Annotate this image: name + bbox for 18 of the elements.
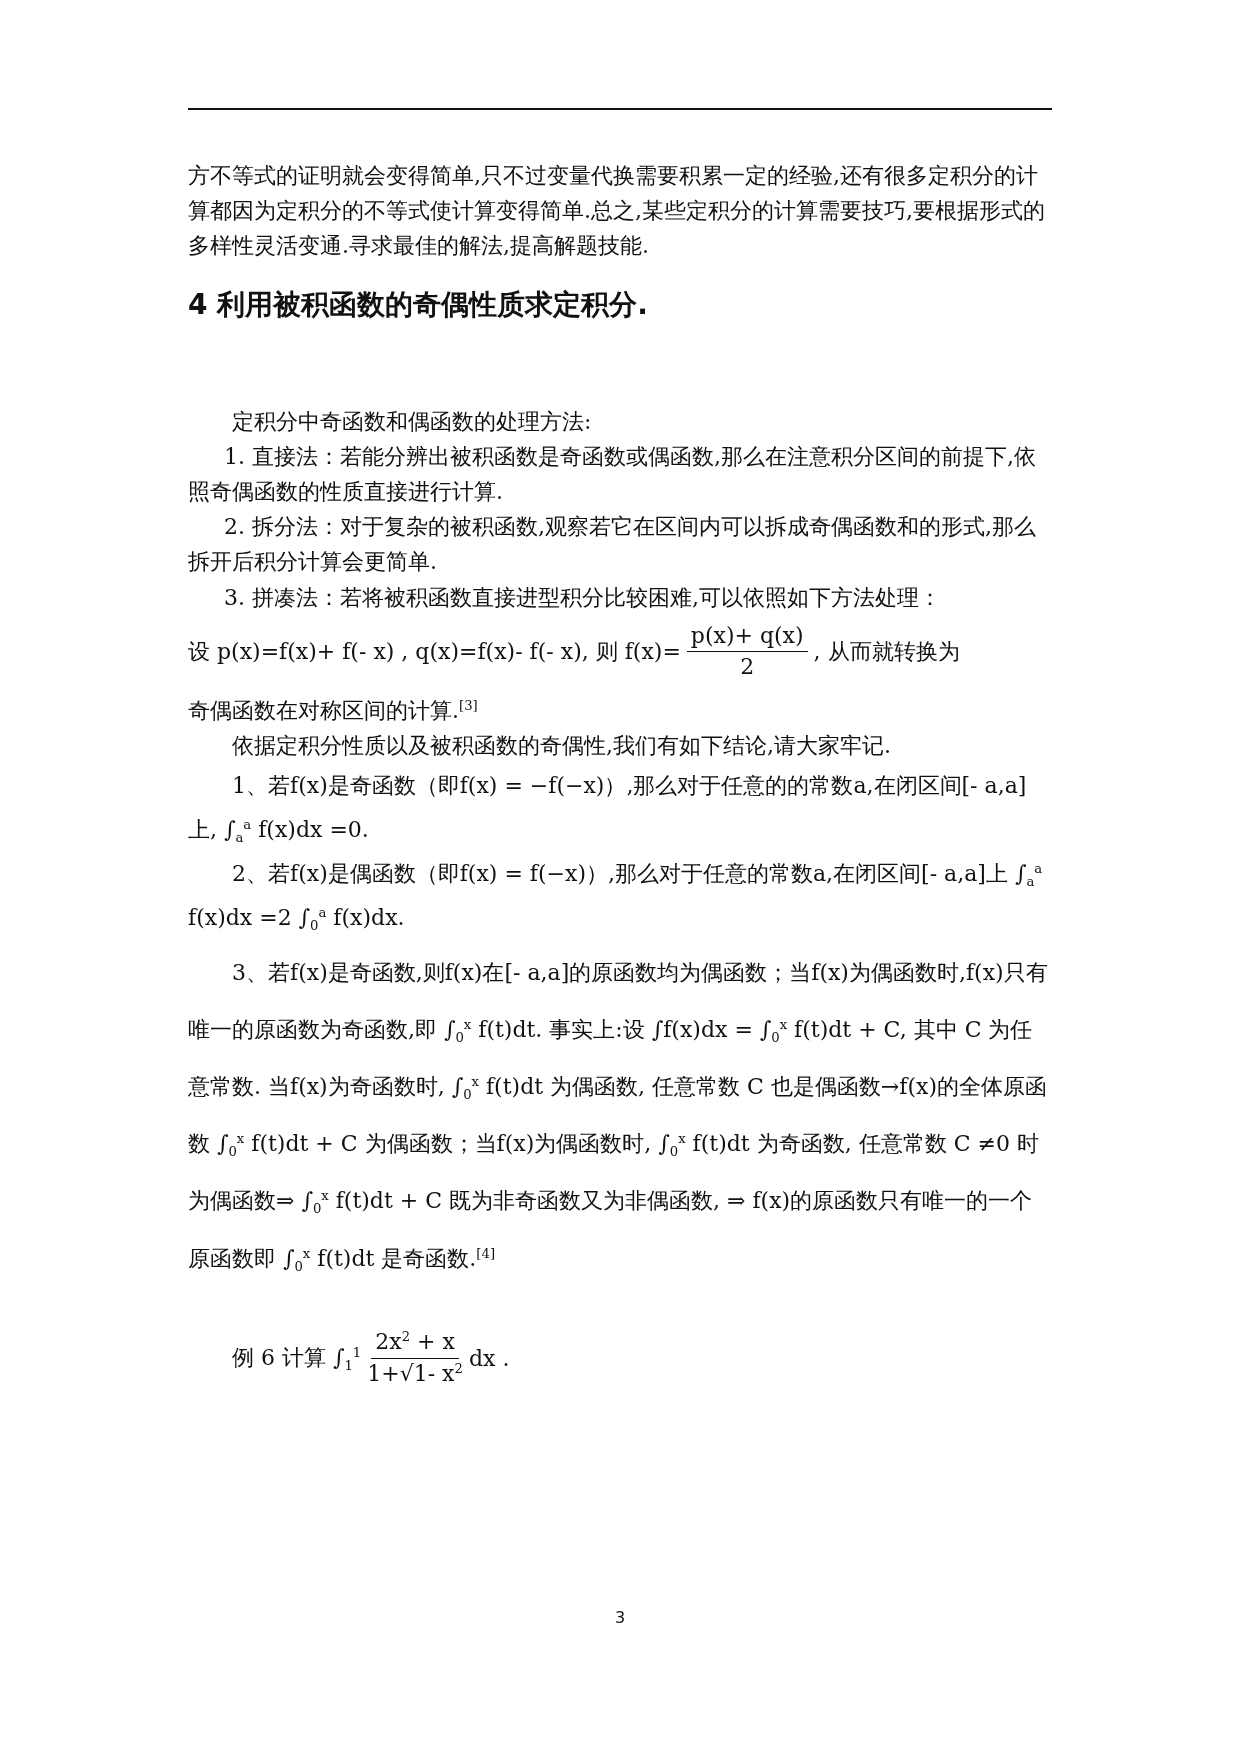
paragraph-text: , 从而就转换为 [813, 638, 960, 666]
paragraph-text: 方不等式的证明就会变得简单,只不过变量代换需要积累一定的经验,还有很多定积分的计算都因为定积分的不等式使计算变得简单.总之,某些定积分的计算需要技巧,要根据形式的多样性灵活变通.寻求最佳的解法,提高解题技能. [188, 162, 1046, 261]
fraction-numerator: p(x)+ q(x) [686, 620, 808, 653]
paragraph-text: 1. 直接法：若能分辨出被积函数是奇函数或偶函数,那么在注意积分区间的前提下,依照奇偶函数的性质直接进行计算. [188, 442, 1037, 506]
paragraph-text: 奇偶函数在对称区间的计算.$^{[3]}$ [188, 696, 479, 726]
paragraph-text: 2. 拆分法：对于复杂的被积函数,观察若它在区间内可以拆成奇偶函数和的形式,那么拆开后积分计算会更简单. [188, 513, 1037, 577]
paragraph-text: 3、若f(x)是奇函数,则f(x)在[- a,a]的原函数均为偶函数；当f(x)为偶函数时,f(x)只有唯一的原函数为奇函数,即 ∫$_{0}$$^{x}$ f(t)dt. 事实上:设 ∫f(x)dx = ∫$_{0}$$^{x}$ f(t)dt + C, 其中 C 为任意常数. 当f(x)为奇函数时, ∫$_{0}$$^{x}$ f(t)dt 为偶函数, 任意常数 C 也是偶函数→f(x)的全体原函数 ∫$_{0}$$^{x}$ f(t)dt + C 为偶函数；当f(x)为偶函数时, ∫$_{0}$$^{x}$ f(t)dt 为奇函数, 任意常数 C ≠0 时为偶函数⇒ ∫$_{0}$$^{x}$ f(t)dt + C 既为非奇函数又为非偶函数, ⇒ f(x)的原函数只有唯一的一个原函数即 ∫$_{0}$$^{x}$ f(t)dt 是奇函数.$^{[4]}$ [188, 958, 1049, 1276]
fraction-denominator: 2 [740, 653, 755, 682]
paragraph-text: 依据定积分性质以及被积函数的奇偶性,我们有如下结论,请大家牢记. [231, 732, 892, 761]
fraction-denominator: 1+√1- x$^{2}$ [367, 1359, 463, 1388]
page-number: 3 [613, 1608, 627, 1627]
paragraph-text: 定积分中奇函数和偶函数的处理方法: [231, 407, 593, 436]
paragraph-text: 1、若f(x)是奇函数（即f(x) = −f(−x)）,那么对于任意的的常数a,在闭区间[- a,a]上, ∫$_{a}$$^{a}$ f(x)dx =0. [188, 771, 1028, 848]
paragraph-text: 3. 拼凑法：若将被积函数直接进型积分比较困难,可以依照如下方法处理： [223, 583, 942, 612]
formula-text: dx . [468, 1345, 510, 1371]
formula-text: 设 p(x)=f(x)+ f(- x) , q(x)=f(x)- f(- x), 则 f(x)= [188, 638, 681, 666]
section-heading: 4 利用被积函数的奇偶性质求定积分. [188, 286, 649, 323]
fraction-numerator: 2x$^{2}$ + x [371, 1326, 459, 1359]
